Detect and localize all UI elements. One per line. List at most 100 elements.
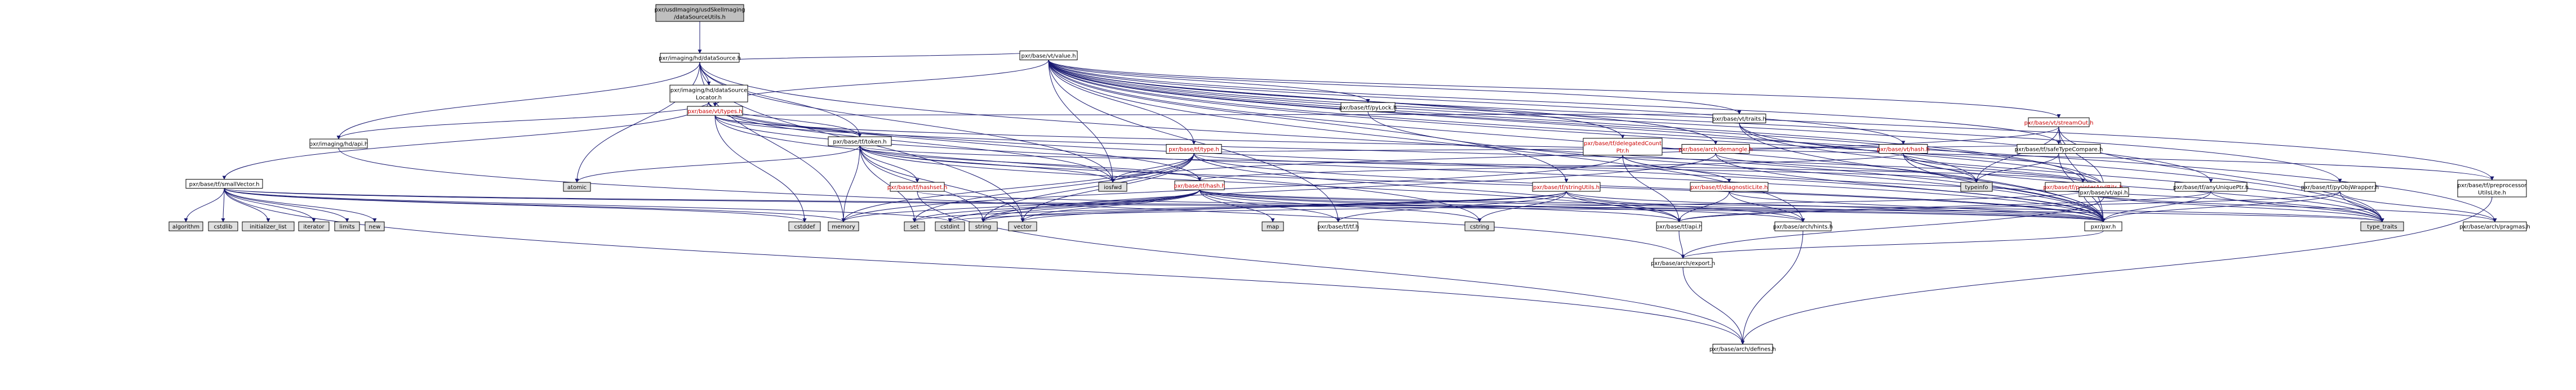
node-label: /dataSourceUtils.h <box>674 15 726 21</box>
header-nodes: pxr/usdImaging/usdSkelImaging/dataSource… <box>168 4 2530 354</box>
node-label: set <box>910 224 918 230</box>
node-vt-streamOut[interactable]: pxr/base/vt/streamOut.h <box>2024 117 2094 127</box>
node-box <box>365 221 385 231</box>
edge-tf_delegatedCountPtr-to-std_memory <box>841 155 1623 222</box>
node-arch-pragmas[interactable]: pxr/base/arch/pragmas.h <box>2459 221 2530 231</box>
node-tf-api[interactable]: pxr/base/tf/api.h <box>1656 221 1703 231</box>
node-label: limits <box>339 224 354 230</box>
edge-tf_stringUtils-to-std_set <box>912 191 1567 222</box>
edge-vt_hash-to-vt_api <box>1903 153 2106 189</box>
node-box <box>334 221 360 231</box>
node-label: pxr/usdImaging/usdSkelImaging <box>655 7 745 14</box>
edge-tf_smallVector-to-std_algorithm <box>184 188 225 222</box>
edge-hd_dataSourceLocator-to-std_iosfwd <box>708 102 1115 183</box>
dependency-edges <box>184 21 2497 345</box>
edge-hd_dataSource-to-vt_value <box>699 50 1051 62</box>
node-root: pxr/usdImaging/usdSkelImaging/dataSource… <box>655 4 745 22</box>
node-label: pxr/base/tf/api.h <box>1656 224 1703 230</box>
node-label: new <box>369 224 381 230</box>
edge-tf_delegatedCountPtr-to-std_type_traits <box>1622 155 2384 222</box>
node-tf-tf[interactable]: pxr/base/tf/tf.h <box>1317 221 1359 231</box>
node-pxr-h[interactable]: pxr/pxr.h <box>2084 221 2122 231</box>
edge-vt_streamOut-to-std_typeinfo <box>1974 127 2059 183</box>
edge-tf_anyUniquePtr-to-pxr_h <box>2101 191 2211 222</box>
edge-tf_hash-to-std_set <box>912 190 1200 222</box>
node-label: pxr/base/tf/hash.h <box>1174 183 1225 189</box>
node-box <box>1878 144 1928 154</box>
node-label: Locator.h <box>696 95 722 101</box>
node-label: pxr/imaging/hd/api.h <box>309 141 368 147</box>
edge-vt_streamOut-to-vt_api <box>2058 127 2106 189</box>
edge-tf_hash-to-std_cstring <box>1199 190 1482 222</box>
edge-vt_value-to-tf_pyLock <box>1048 60 1370 103</box>
node-arch-demangle[interactable]: pxr/base/arch/demangle.h <box>1678 144 1753 154</box>
node-hd-dataSource[interactable]: pxr/imaging/hd/dataSource.h <box>659 53 741 62</box>
edge-vt_value-to-arch_hints <box>1048 60 1805 222</box>
edge-tf_token-to-pxr_h <box>859 145 2106 222</box>
node-tf-token[interactable]: pxr/base/tf/token.h <box>828 136 892 146</box>
edge-tf_smallVector-to-std_new <box>224 188 377 222</box>
edge-tf_type-to-std_iosfwd <box>1111 153 1194 183</box>
node-tf-safeTypeCompare[interactable]: pxr/base/tf/safeTypeCompare.h <box>2015 144 2103 154</box>
node-box <box>1340 102 1396 112</box>
edge-tf_safeTypeCompare-to-std_typeinfo <box>1974 153 2059 183</box>
node-box <box>208 221 238 231</box>
node-label: pxr/base/vt/streamOut.h <box>2024 120 2094 126</box>
node-arch-export[interactable]: pxr/base/arch/export.h <box>1651 258 1715 268</box>
edge-tf_smallVector-to-std_cstddef <box>224 188 807 222</box>
edge-tf_smallVector-to-arch_defines <box>224 188 1745 345</box>
node-label: pxr/pxr.h <box>2091 224 2116 230</box>
edge-vt_streamOut-to-pxr_h <box>2058 127 2106 222</box>
node-std-string: string <box>969 221 998 231</box>
edge-tf_pyObjWrapper-to-pxr_h <box>2101 191 2340 222</box>
node-label: pxr/base/arch/hints.h <box>1773 224 1833 230</box>
node-hd-api[interactable]: pxr/imaging/hd/api.h <box>309 138 368 149</box>
node-tf-hashset[interactable]: pxr/base/tf/hashset.h <box>887 182 948 192</box>
node-box <box>168 221 203 231</box>
node-std-cstdlib: cstdlib <box>208 221 238 231</box>
edge-tf_hash-to-std_string <box>981 190 1200 222</box>
node-box <box>1464 221 1495 231</box>
edge-tf_stringUtils-to-pxr_h <box>1566 191 2106 222</box>
edge-tf_pointerAndBits-to-std_cstdint <box>948 191 2084 222</box>
edge-tf_preprocessorUtilsLite-to-arch_defines <box>1740 196 2493 345</box>
edge-tf_hash-to-std_vector <box>1020 190 1200 222</box>
node-tf-pyLock[interactable]: pxr/base/tf/pyLock.h <box>1339 102 1397 112</box>
edge-hd_dataSource-to-pxr_h <box>699 62 2106 222</box>
edge-vt_types-to-pxr_h <box>714 115 2106 222</box>
node-vt-hash[interactable]: pxr/base/vt/hash.h <box>1877 144 1930 154</box>
node-box <box>2028 117 2090 127</box>
edge-tf_token-to-tf_pointerAndBits <box>859 145 2085 183</box>
edge-tf_token-to-tf_hash <box>859 145 1202 181</box>
node-vt-types[interactable]: pxr/base/vt/types.h <box>687 106 743 116</box>
node-box <box>2304 182 2376 192</box>
node-tf-stringUtils[interactable]: pxr/base/tf/stringUtils.h <box>1532 182 1601 192</box>
node-box <box>2017 144 2101 154</box>
node-tf-type[interactable]: pxr/base/tf/type.h <box>1166 144 1222 154</box>
node-vt-traits[interactable]: pxr/base/vt/traits.h <box>1712 114 1766 123</box>
node-label: typeinfo <box>1965 185 1988 191</box>
node-box <box>1712 114 1766 123</box>
node-tf-diagnosticLite[interactable]: pxr/base/tf/diagnosticLite.h <box>1690 182 1769 192</box>
node-box <box>1008 221 1037 231</box>
node-tf-hash[interactable]: pxr/base/tf/hash.h <box>1174 180 1225 190</box>
node-box <box>1656 221 1702 231</box>
node-label: atomic <box>567 185 587 191</box>
node-label: pxr/base/tf/type.h <box>1169 147 1219 153</box>
node-tf-anyUniquePtr[interactable]: pxr/base/tf/anyUniquePtr.h <box>2173 182 2249 192</box>
node-vt-value[interactable]: pxr/base/vt/value.h <box>1019 50 1078 60</box>
node-tf-smallVector[interactable]: pxr/base/tf/smallVector.h <box>185 179 263 189</box>
node-std-iterator: iterator <box>298 221 330 231</box>
node-box <box>1262 221 1284 231</box>
edge-tf_type-to-pxr_h <box>1193 153 2106 222</box>
edge-tf_type-to-std_set <box>912 153 1194 222</box>
node-std-cstddef: cstddef <box>788 221 821 231</box>
edge-tf_type-to-std_memory <box>841 153 1194 222</box>
node-arch-hints[interactable]: pxr/base/arch/hints.h <box>1773 221 1833 231</box>
node-vt-api[interactable]: pxr/base/vt/api.h <box>2078 187 2129 197</box>
node-arch-defines[interactable]: pxr/base/arch/defines.h <box>1709 344 1776 354</box>
node-tf-pyObjWrapper[interactable]: pxr/base/tf/pyObjWrapper.h <box>2301 182 2379 192</box>
